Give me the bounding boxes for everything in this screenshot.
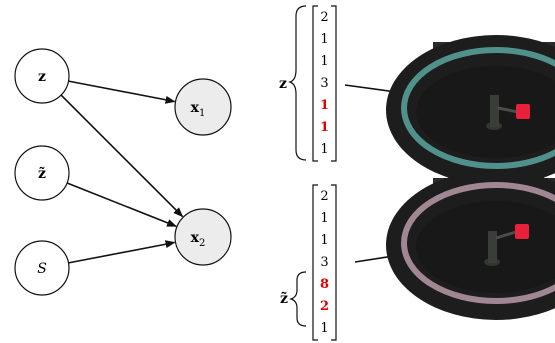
vector-z-tilde-entries: 2 1 1 3 8 2 1: [320, 189, 329, 336]
edge-z-to-x2: [60, 94, 184, 218]
edge-zt-to-x2: [66, 182, 177, 228]
edge-S-to-x2: [68, 240, 176, 264]
vector-z-entry-3: 3: [320, 76, 328, 91]
vector-z-tilde-entry-6: 1: [320, 321, 328, 336]
node-z-circle: [14, 48, 70, 104]
render-image-bottom-link: [495, 230, 517, 240]
edge-z-to-x1: [68, 80, 176, 104]
node-s-circle: [14, 240, 70, 296]
render-image-top-link: [497, 106, 519, 114]
vector-z-tilde-entry-2: 1: [320, 233, 328, 248]
vector-z-tilde-entry-1: 1: [320, 211, 328, 226]
vector-z-tilde-entry-4: 8: [320, 277, 329, 292]
vector-z-tilde-brace: [289, 271, 307, 327]
edge-group: [60, 80, 184, 264]
node-x2: x2: [174, 208, 232, 266]
node-x2-circle: [174, 208, 232, 266]
vector-z-tilde-entry-3: 3: [320, 255, 328, 270]
node-z-label: z: [38, 69, 46, 85]
vector-z-entry-6: 1: [320, 142, 328, 157]
vector-z-tilde-right-bracket: [331, 184, 337, 341]
node-z-tilde: z̃: [14, 145, 70, 201]
node-x1-circle: [174, 78, 232, 136]
node-x1: x1: [174, 78, 232, 136]
vector-z-entry-5: 1: [320, 120, 329, 135]
node-z: z: [14, 48, 70, 104]
node-s: S: [14, 240, 70, 296]
render-image-bottom-arm: [488, 231, 497, 263]
render-image-bottom: [386, 170, 555, 320]
vector-z-tilde-entry-0: 2: [320, 189, 328, 204]
node-s-label: S: [37, 261, 47, 277]
node-z-tilde-label: z̃: [38, 165, 46, 182]
vector-z-brace: [288, 5, 307, 161]
latent-vector-z-tilde: z̃ 2 1 1 3 8 2 1: [280, 184, 337, 341]
vector-z-entry-4: 1: [320, 98, 329, 113]
render-image-top-arm: [490, 95, 499, 127]
render-image-top-ring: [401, 47, 555, 169]
vector-z-tilde-left-bracket: [312, 184, 318, 341]
vector-z-right-bracket: [331, 5, 337, 162]
node-x1-label: x1: [191, 100, 206, 119]
vector-z-tilde-label: z̃: [280, 290, 288, 307]
vector-z-entries: 2 1 1 3 1 1 1: [320, 10, 329, 157]
render-image-top-platform: [416, 66, 555, 158]
render-image-bottom-ring: [401, 182, 555, 304]
render-image-top-object: [516, 104, 530, 119]
vector-z-entry-1: 1: [320, 32, 328, 47]
vector-z-entry-2: 1: [320, 54, 328, 69]
node-x2-label: x2: [191, 230, 206, 249]
vector-z-entry-0: 2: [320, 10, 328, 25]
render-image-bottom-object: [515, 224, 529, 239]
vector-z-left-bracket: [312, 5, 318, 162]
render-image-top: [386, 35, 555, 185]
vector-z-label: z: [279, 76, 287, 92]
latent-vector-z: z 2 1 1 3 1 1 1: [279, 5, 337, 162]
vector-z-tilde-entry-5: 2: [320, 299, 329, 314]
node-z-tilde-circle: [14, 145, 70, 201]
